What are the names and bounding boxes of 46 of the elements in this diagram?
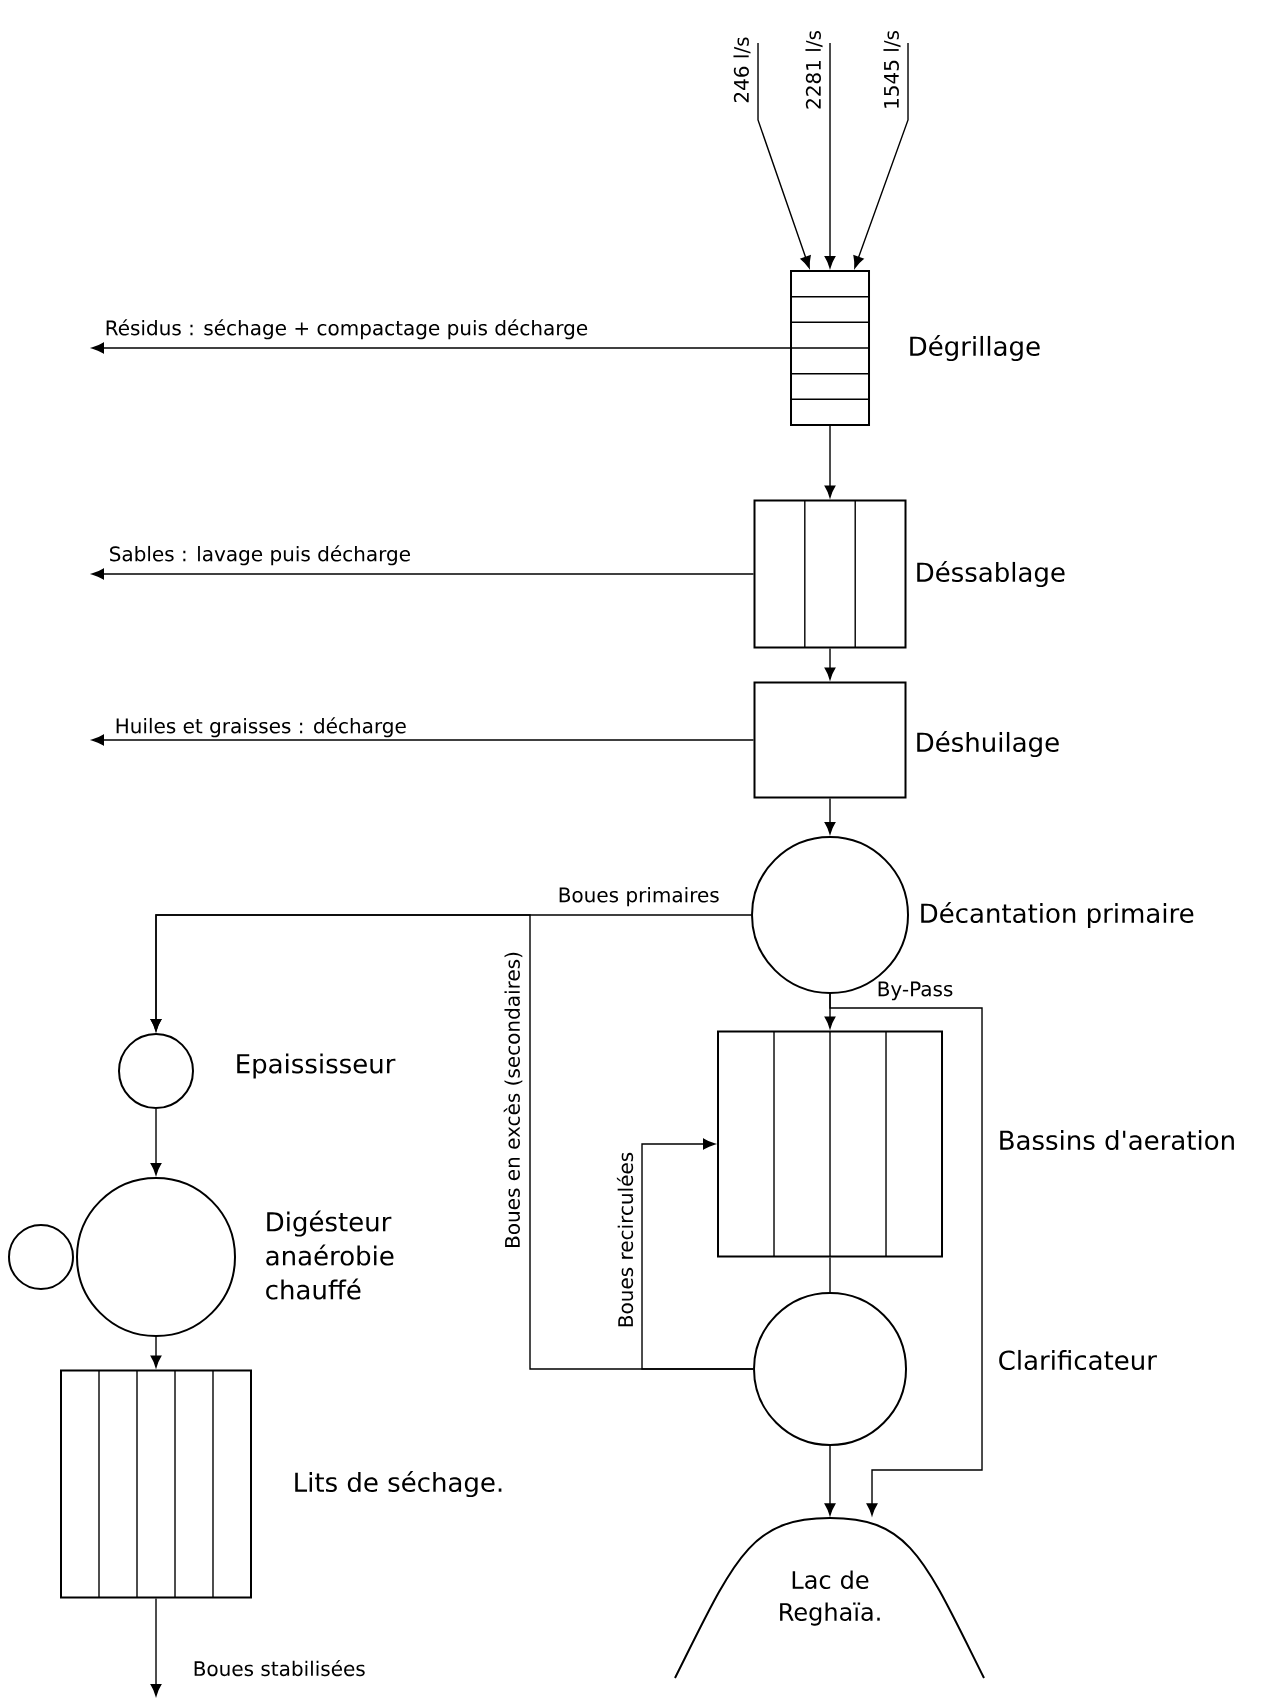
- arrow: [641, 1138, 754, 1370]
- edge-label: Résidus : séchage + compactage puis décharge: [106, 319, 588, 340]
- arrow: [150, 1336, 162, 1368]
- lake-outline: Lac de Reghaïa.: [674, 1517, 985, 1679]
- process-label: Digésteur anaérobie chauffé: [266, 1210, 394, 1300]
- tank-circle: [118, 1033, 194, 1109]
- connector-line: [829, 1256, 831, 1293]
- process-label: Clarificateur: [999, 1349, 1157, 1371]
- basin-box: [60, 1369, 252, 1599]
- tank-circle: [8, 1224, 74, 1290]
- arrow: [150, 1597, 162, 1697]
- edge-label: 246 l/s: [733, 37, 751, 103]
- edge-label: By-Pass: [878, 981, 953, 1001]
- tank-circle: [753, 1292, 907, 1446]
- arrow: [829, 993, 983, 1516]
- arrow: [824, 42, 836, 269]
- edge-label: Sables : lavage puis décharge: [110, 545, 410, 566]
- arrow: [824, 1445, 836, 1516]
- edge-label: Boues stabilisées: [194, 1659, 365, 1677]
- arrow: [91, 734, 755, 746]
- process-label: Décantation primaire: [921, 901, 1194, 929]
- process-label: Epaississeur: [237, 1053, 396, 1079]
- edge-label: Boues primaires: [559, 886, 719, 907]
- arrow: [91, 342, 791, 354]
- edge-label: Huiles et graisses : décharge: [116, 717, 406, 738]
- process-label: Déssablage: [917, 560, 1065, 588]
- edge-label: Boues en excès (secondaires): [503, 952, 523, 1247]
- process-label: Dégrillage: [910, 334, 1040, 362]
- arrow: [824, 797, 836, 835]
- tank-circle: [76, 1177, 236, 1337]
- basin-box: [753, 681, 907, 799]
- edge-label: 1545 l/s: [883, 31, 901, 108]
- arrow: [824, 647, 836, 680]
- process-label: Bassins d'aeration: [1000, 1129, 1234, 1151]
- arrow: [150, 1108, 162, 1176]
- arrow: [824, 425, 836, 498]
- edge-label: 2281 l/s: [805, 31, 823, 109]
- edge-label: Boues recirculées: [616, 1152, 634, 1327]
- basin-box: [717, 1030, 943, 1258]
- process-label: Lits de séchage.: [295, 1470, 502, 1498]
- basin-box: [753, 499, 907, 649]
- arrow: [91, 568, 755, 580]
- arrow: [757, 42, 811, 269]
- arrow: [853, 42, 909, 269]
- process-label: Déshuilage: [917, 730, 1059, 758]
- basin-box: [790, 270, 870, 426]
